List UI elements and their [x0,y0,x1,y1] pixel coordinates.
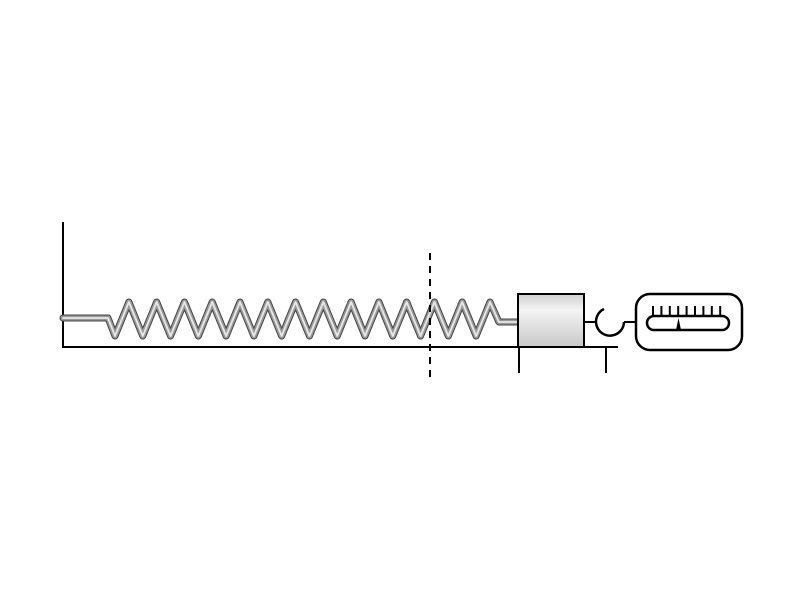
hook [594,307,626,337]
meter-ticks [652,306,722,316]
block [517,293,585,348]
meter-pointer [676,318,681,330]
spring-coil-layer [62,301,519,337]
meter-slot [645,314,731,332]
force-meter [634,292,744,352]
spring [59,298,522,340]
